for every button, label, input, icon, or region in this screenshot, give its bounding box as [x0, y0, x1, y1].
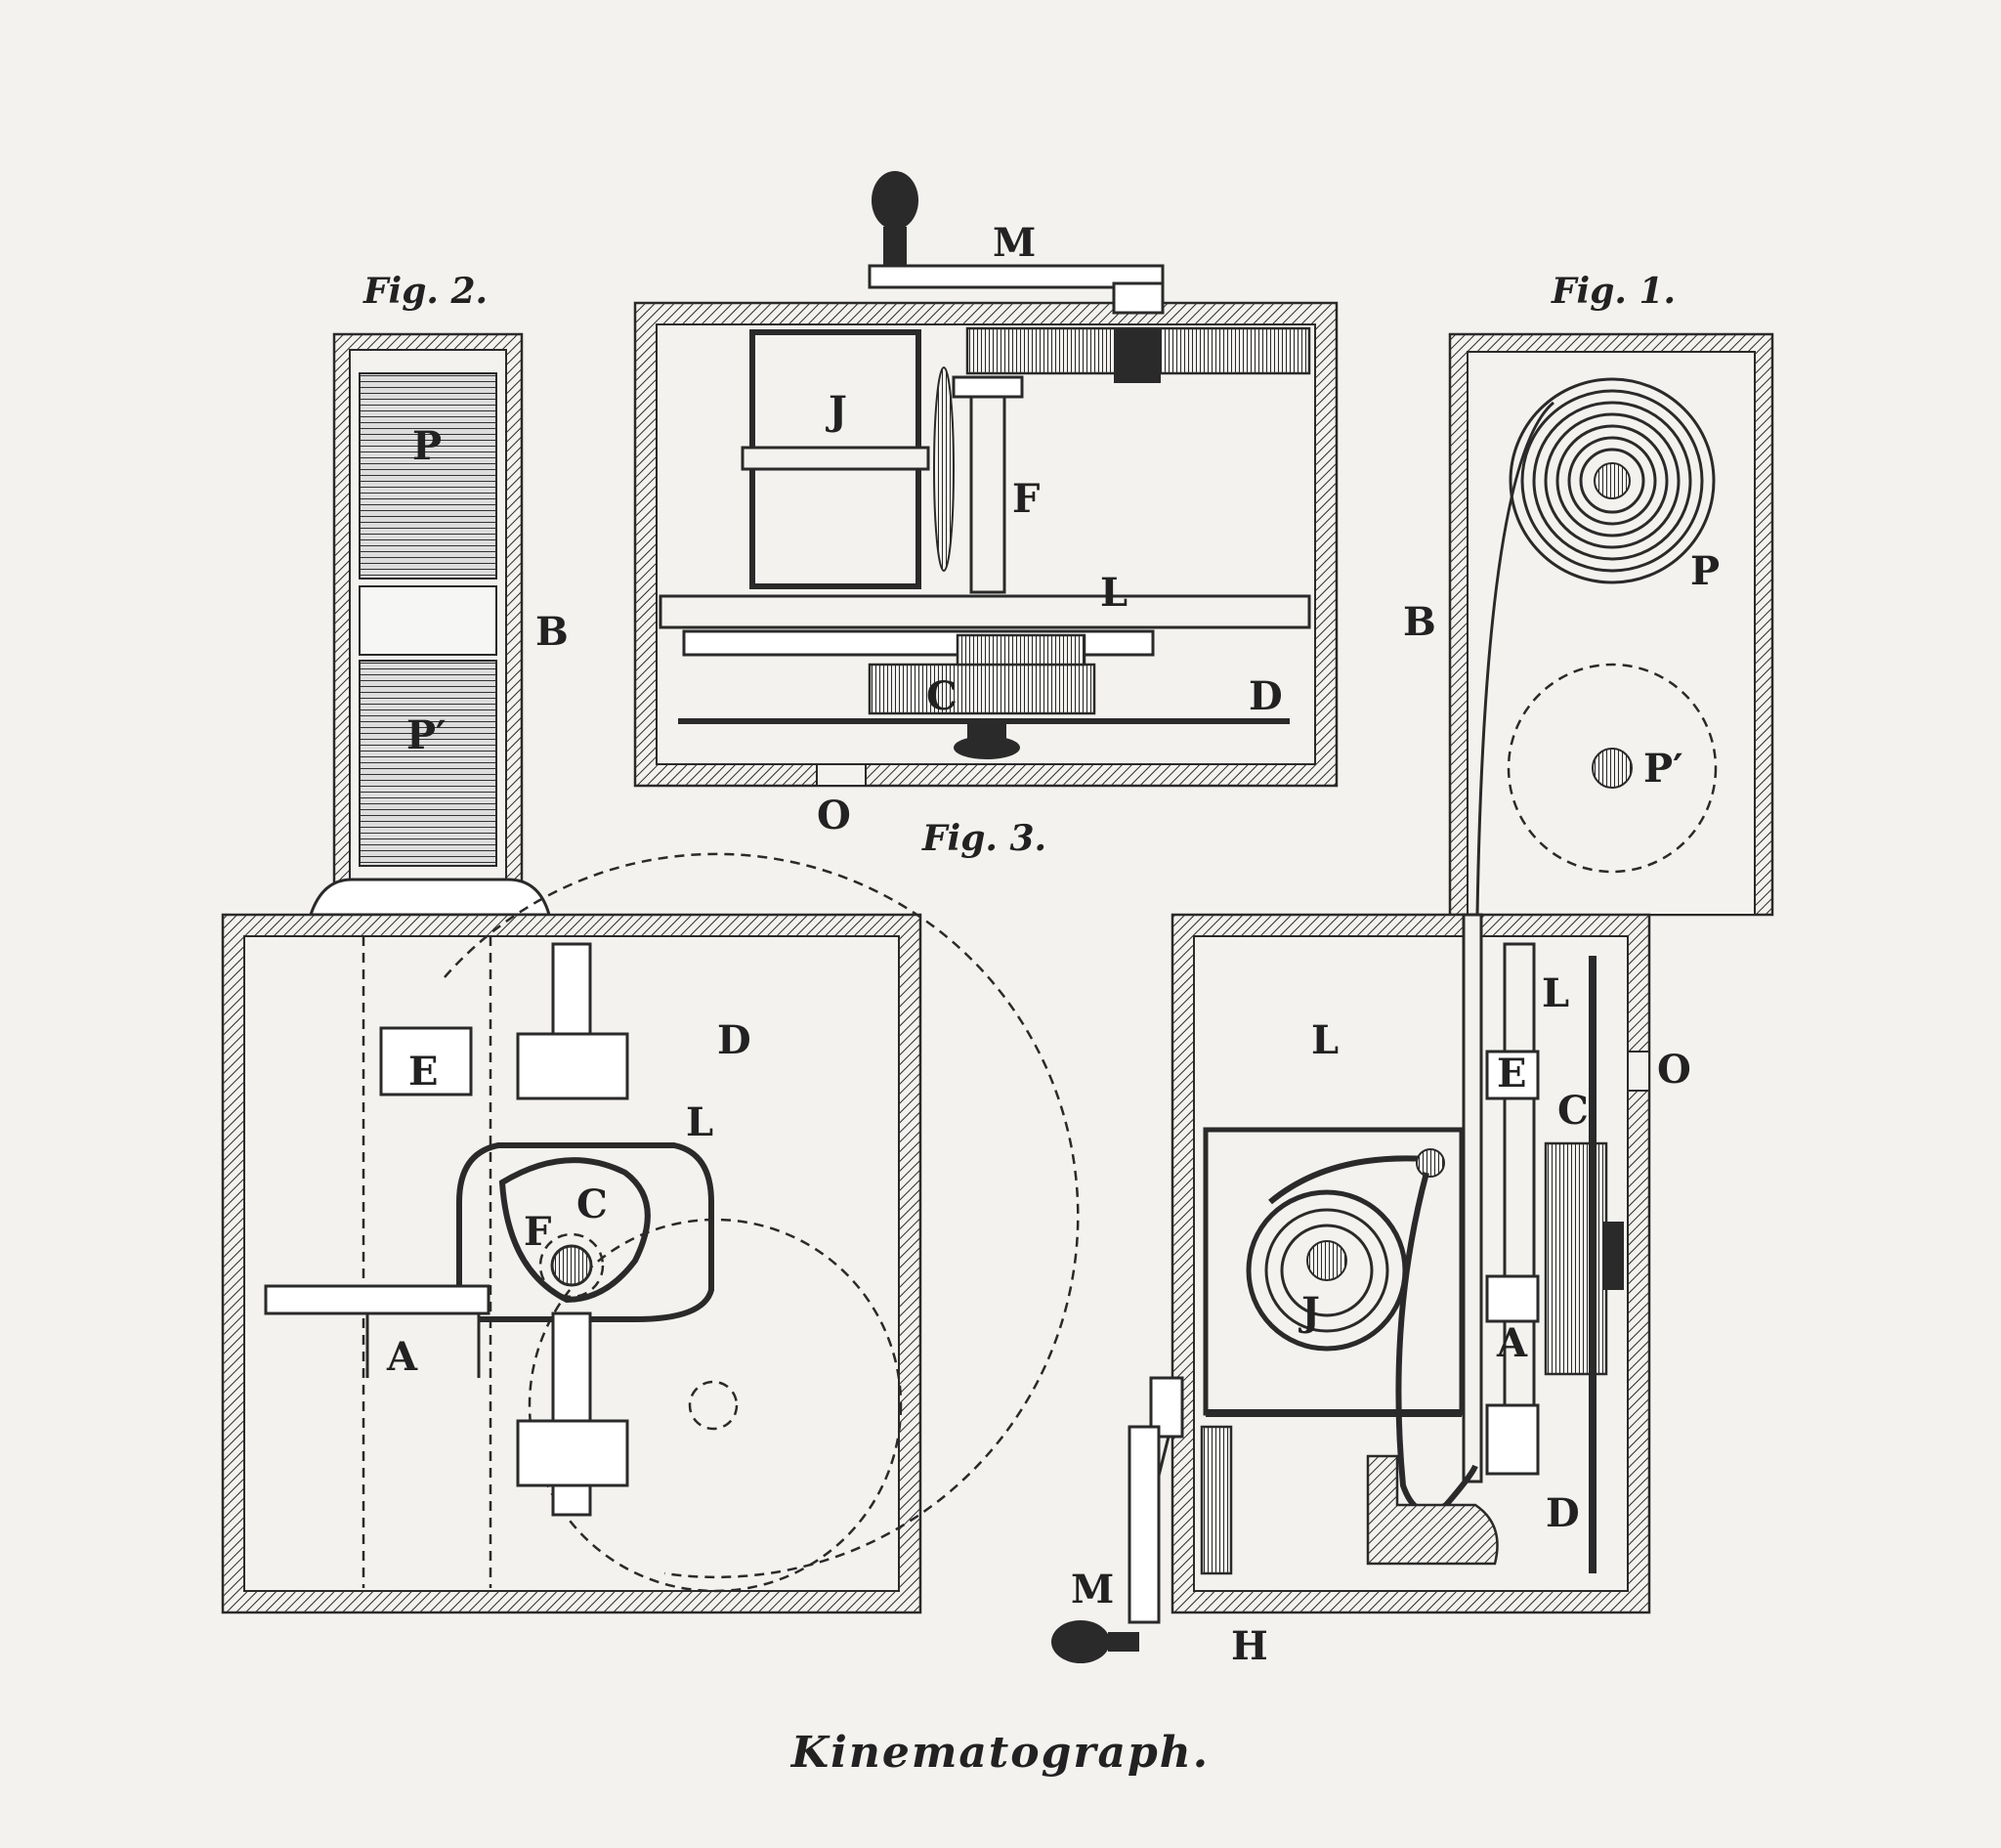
fig1-spool-j	[1246, 1189, 1408, 1352]
fig1-label-e: E	[1497, 1051, 1527, 1096]
fig2-spool-p	[359, 372, 497, 580]
fig2-upper-guide	[516, 1032, 629, 1100]
fig1-caption: Fig. 1.	[1551, 271, 1676, 312]
fig1-label-p: P	[1690, 548, 1720, 594]
fig2-label-p: P	[412, 423, 442, 469]
fig2-label-l: L	[686, 1099, 713, 1145]
fig3-crank-m	[868, 264, 1165, 289]
fig1-reel-p-prime	[1507, 663, 1718, 874]
fig2-label-f: F	[524, 1209, 551, 1255]
fig2-cam-c	[498, 1157, 651, 1304]
fig3-label-d: D	[1249, 673, 1283, 719]
fig3-housing	[633, 171, 1339, 788]
fig1-label-a: A	[1496, 1320, 1528, 1366]
fig3-label-o: O	[817, 793, 851, 838]
fig2-part-e	[379, 1026, 473, 1096]
fig2-label-e: E	[408, 1049, 439, 1095]
fig1-label-p-prime: P′	[1643, 746, 1683, 792]
fig1-lower-housing	[1051, 913, 1651, 1663]
fig2-frame-l	[456, 1142, 714, 1322]
fig1-film-channel	[1462, 913, 1483, 1483]
fig3-label-m: M	[993, 220, 1036, 266]
fig1-label-b: B	[1403, 599, 1436, 645]
fig2-label-p-prime: P′	[406, 712, 447, 758]
fig1-film-strip	[1475, 401, 1554, 916]
fig2-caption: Fig. 2.	[362, 271, 488, 312]
fig1-label-h: H	[1231, 1623, 1268, 1669]
fig2-label-d: D	[717, 1017, 751, 1063]
fig1-chute	[1366, 1454, 1499, 1566]
fig3-shaft-f	[969, 385, 1006, 594]
fig2-label-c: C	[576, 1182, 608, 1227]
fig2-label-a: A	[386, 1334, 418, 1380]
fig3-crank-knob	[872, 171, 918, 230]
fig1-crank-m	[1128, 1425, 1161, 1624]
fig3-caption: Fig. 3.	[921, 818, 1046, 859]
fig3-label-c: C	[926, 673, 958, 719]
fig3-cam-c	[868, 663, 1096, 715]
fig3-label-f: F	[1012, 476, 1040, 522]
fig2-spool-p-prime	[359, 660, 497, 867]
fig1-label-l-upper: L	[1542, 970, 1569, 1016]
fig1-crank-knob	[1051, 1620, 1110, 1663]
fig1-cam-c	[1544, 1141, 1608, 1376]
fig1-label-c: C	[1557, 1088, 1589, 1134]
fig1-label-d: D	[1546, 1490, 1580, 1536]
fig2-label-b: B	[535, 609, 569, 655]
fig1-disc-d	[1589, 956, 1597, 1573]
fig3-label-j: J	[826, 388, 847, 434]
fig1-reel-p	[1509, 377, 1716, 584]
fig1-label-j: J	[1299, 1289, 1320, 1335]
fig2-upper-housing	[308, 332, 551, 917]
fig1-upper-housing	[1448, 332, 1774, 917]
fig2-lower-guide	[516, 1419, 629, 1487]
fig1-gate-l	[1503, 942, 1536, 1474]
fig3-label-l: L	[1100, 570, 1128, 616]
plate-title: Kinematograph.	[789, 1728, 1210, 1778]
fig1-rack	[1200, 1425, 1233, 1575]
fig2-lower-housing	[221, 852, 1080, 1614]
fig1-label-l-inner: L	[1311, 1017, 1339, 1063]
fig1-label-o: O	[1657, 1047, 1691, 1093]
fig2-disc-d	[444, 852, 1080, 1579]
fig1-part-e	[1485, 1050, 1540, 1100]
fig2-shaft-f	[550, 1244, 593, 1287]
fig1-label-m: M	[1071, 1567, 1114, 1612]
fig2-lever-a	[264, 1284, 490, 1315]
